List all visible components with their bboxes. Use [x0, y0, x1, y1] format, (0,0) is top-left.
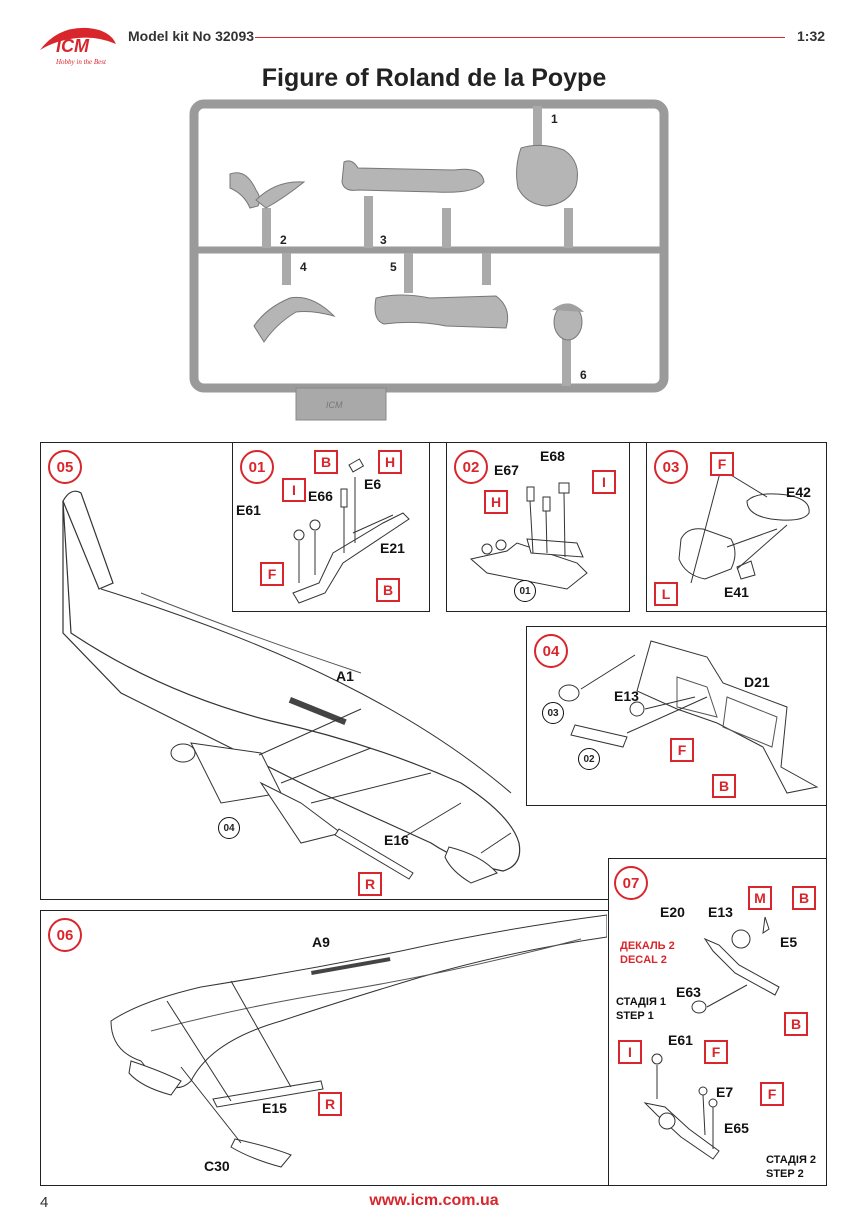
paint-tag-i: I: [592, 470, 616, 494]
step-04-drawing: [527, 627, 825, 805]
paint-tag-i: I: [282, 478, 306, 502]
step-03-drawing: [647, 443, 825, 611]
label-e41: E41: [724, 584, 749, 600]
sprue-tab: [295, 387, 387, 421]
sprue-part-6: 6: [580, 368, 587, 382]
paint-tag-f: F: [704, 1040, 728, 1064]
paint-tag-f-lower: F: [760, 1082, 784, 1106]
page-title: Figure of Roland de la Poype: [261, 64, 607, 92]
paint-tag-b: B: [784, 1012, 808, 1036]
label-e61: E61: [668, 1032, 693, 1048]
label-a9: A9: [312, 934, 330, 950]
icm-logo-graphic: ICM Hobby in the Best: [40, 27, 116, 66]
sprue-part-2: 2: [280, 233, 287, 247]
paint-tag-b-lower: B: [376, 578, 400, 602]
sprue-frame: ICM: [186, 98, 676, 438]
paint-tag-b: B: [792, 886, 816, 910]
label-e42: E42: [786, 484, 811, 500]
step-02-drawing: [447, 443, 628, 611]
website-link[interactable]: www.icm.com.ua: [369, 1192, 499, 1209]
label-e13: E13: [708, 904, 733, 920]
step-03-number: 03: [654, 450, 688, 484]
paint-tag-r: R: [318, 1092, 342, 1116]
label-e67: E67: [494, 462, 519, 478]
label-e16: E16: [384, 832, 409, 848]
ref-step-03: 03: [542, 702, 564, 724]
stage-1-en: STEP 1: [616, 1010, 654, 1022]
step-06-number: 06: [48, 918, 82, 952]
paint-tag-r: R: [358, 872, 382, 896]
paint-tag-m: M: [748, 886, 772, 910]
sprue-outer: [189, 99, 669, 393]
label-e21: E21: [380, 540, 405, 556]
stage-1-ua: СТАДІЯ 1: [616, 996, 667, 1008]
svg-text:ICM: ICM: [326, 400, 343, 410]
label-e68: E68: [540, 448, 565, 464]
paint-tag-f: F: [710, 452, 734, 476]
label-c30: C30: [204, 1158, 230, 1174]
sprue-part-1: 1: [551, 112, 558, 126]
decal-label-ua: ДЕКАЛЬ 2: [620, 940, 675, 952]
ref-step-04: 04: [218, 817, 240, 839]
step-05-number: 05: [48, 450, 82, 484]
step-01-number: 01: [240, 450, 274, 484]
page-number: 4: [40, 1194, 49, 1211]
kit-number: Model kit No 32093: [128, 28, 255, 44]
step-01-drawing: [233, 443, 428, 611]
decal-label-en: DECAL 2: [620, 954, 667, 966]
icm-logo: ICM Hobby in the Best: [38, 22, 118, 68]
paint-tag-h: H: [378, 450, 402, 474]
paint-tag-f: F: [670, 738, 694, 762]
label-d21: D21: [744, 674, 770, 690]
paint-tag-i: I: [618, 1040, 642, 1064]
sprue-part-4: 4: [300, 260, 307, 274]
ref-step-02: 02: [578, 748, 600, 770]
label-e65: E65: [724, 1120, 749, 1136]
logo-tagline: Hobby in the Best: [55, 58, 107, 66]
fuselage-drawing-a1: [41, 443, 824, 898]
sprue-part-3: 3: [380, 233, 387, 247]
label-e63: E63: [676, 984, 701, 1000]
scale-label: 1:32: [797, 28, 826, 44]
label-e13: E13: [614, 688, 639, 704]
label-e66: E66: [308, 488, 333, 504]
label-e61: E61: [236, 502, 261, 518]
label-a1: A1: [336, 668, 354, 684]
step-04-number: 04: [534, 634, 568, 668]
paint-tag-b: B: [712, 774, 736, 798]
ref-step-01: 01: [514, 580, 536, 602]
label-e5: E5: [780, 934, 798, 950]
step-07-number: 07: [614, 866, 648, 900]
label-e6: E6: [364, 476, 382, 492]
stage-2-ua: СТАДІЯ 2: [766, 1154, 817, 1166]
header-rule: [255, 37, 785, 38]
stage-2-en: STEP 2: [766, 1168, 804, 1180]
paint-tag-b: B: [314, 450, 338, 474]
label-e7: E7: [716, 1084, 734, 1100]
sprue-part-5: 5: [390, 260, 397, 274]
step-07-drawing: [609, 859, 825, 1183]
paint-tag-f: F: [260, 562, 284, 586]
paint-tag-l: L: [654, 582, 678, 606]
label-e20: E20: [660, 904, 685, 920]
fuselage-drawing-a9: [41, 911, 607, 1183]
step-02-number: 02: [454, 450, 488, 484]
label-e15: E15: [262, 1100, 287, 1116]
paint-tag-h: H: [484, 490, 508, 514]
logo-text: ICM: [56, 36, 90, 56]
